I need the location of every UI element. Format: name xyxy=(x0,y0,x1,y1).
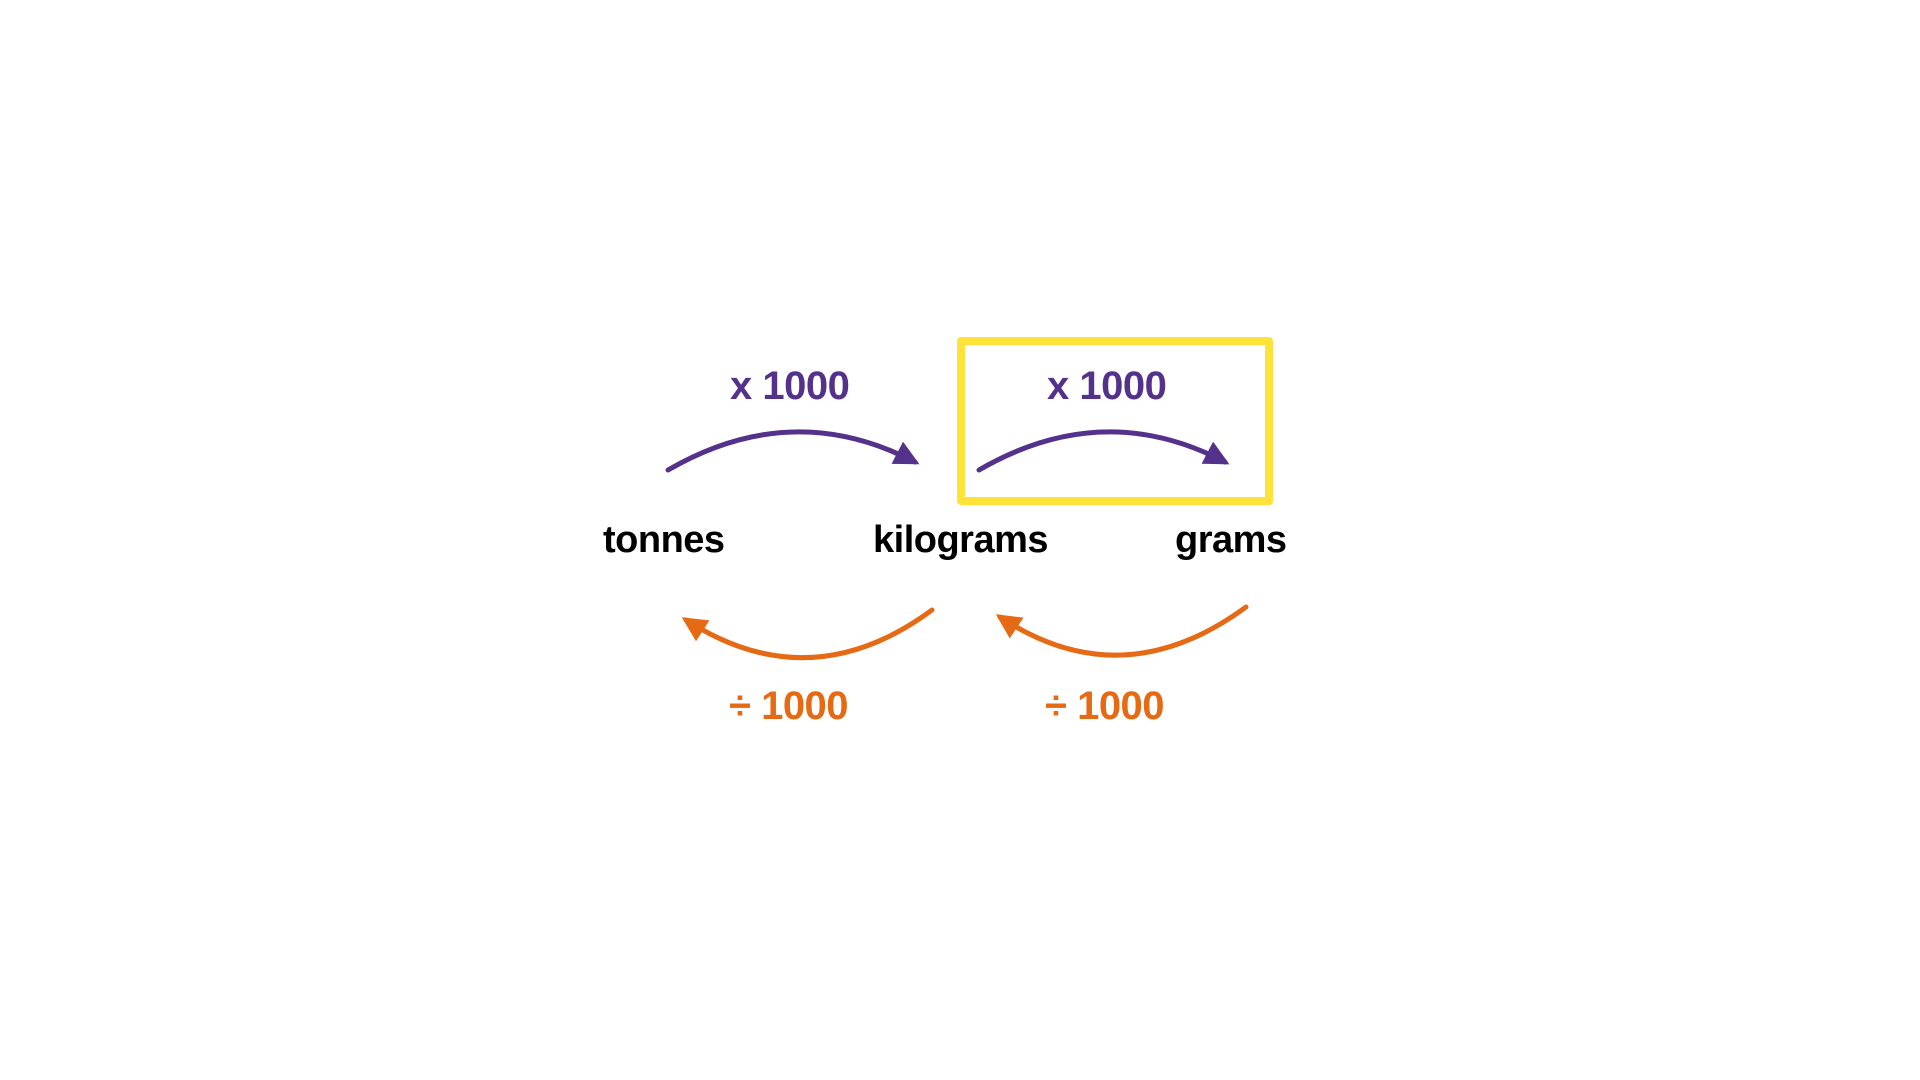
unit-label-kilograms: kilograms xyxy=(873,519,1049,561)
divide-label-grams-to-kilograms: ÷ 1000 xyxy=(1045,684,1165,728)
multiply-label-kilograms-to-grams: x 1000 xyxy=(1047,364,1167,408)
arrow-kilograms-to-tonnes xyxy=(681,607,935,661)
unit-label-grams: grams xyxy=(1175,519,1287,561)
unit-label-tonnes: tonnes xyxy=(603,519,725,561)
multiply-label-tonnes-to-kilograms: x 1000 xyxy=(730,364,850,408)
arrow-grams-to-kilograms xyxy=(995,604,1249,658)
divide-label-kilograms-to-tonnes: ÷ 1000 xyxy=(729,684,849,728)
arrow-kilograms-to-grams xyxy=(976,429,1230,473)
highlight-box-kilograms-to-grams xyxy=(957,337,1273,505)
arrow-tonnes-to-kilograms xyxy=(665,429,920,473)
